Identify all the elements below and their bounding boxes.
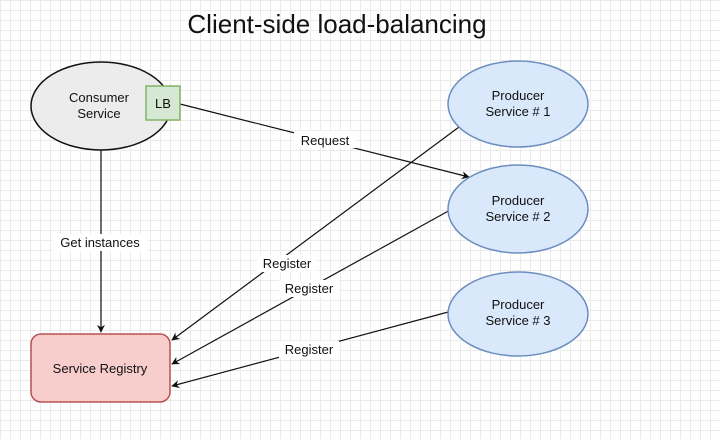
diagram-title: Client-side load-balancing bbox=[187, 9, 486, 39]
edge-label-register-1-text: Register bbox=[263, 256, 312, 271]
edge-label-register-2-text: Register bbox=[285, 281, 334, 296]
edge-label-register-1: Register bbox=[257, 255, 317, 272]
node-producer-service-2-line1: Producer bbox=[492, 193, 545, 208]
node-lb: LB bbox=[145, 85, 181, 121]
node-producer-service-3: Producer Service # 3 bbox=[447, 271, 589, 357]
edge-label-request: Request bbox=[294, 131, 356, 148]
edge-register-1 bbox=[171, 126, 460, 341]
node-producer-service-3-line1: Producer bbox=[492, 297, 545, 312]
node-producer-service-2-shape bbox=[447, 164, 589, 254]
edge-label-get-instances: Get instances bbox=[52, 234, 148, 251]
node-producer-service-3-line2: Service # 3 bbox=[485, 313, 550, 328]
node-producer-service-1-shape bbox=[447, 60, 589, 148]
node-service-registry-label: Service Registry bbox=[53, 361, 148, 376]
node-service-registry-shape bbox=[30, 333, 171, 403]
node-consumer-service-line1: Consumer bbox=[69, 90, 130, 105]
edge-label-request-text: Request bbox=[301, 133, 350, 148]
node-producer-service-1: Producer Service # 1 bbox=[447, 60, 589, 148]
node-lb-shape bbox=[145, 85, 181, 121]
edge-label-register-2: Register bbox=[279, 280, 339, 297]
node-service-registry: Service Registry bbox=[30, 333, 171, 403]
node-producer-service-2-line2: Service # 2 bbox=[485, 209, 550, 224]
node-lb-label: LB bbox=[155, 96, 171, 111]
node-consumer-service: Consumer Service bbox=[30, 61, 172, 151]
edge-label-register-3: Register bbox=[279, 341, 339, 358]
node-producer-service-1-line1: Producer bbox=[492, 88, 545, 103]
node-producer-service-1-line2: Service # 1 bbox=[485, 104, 550, 119]
edge-label-get-instances-text: Get instances bbox=[60, 235, 140, 250]
node-producer-service-2: Producer Service # 2 bbox=[447, 164, 589, 254]
node-consumer-service-line2: Service bbox=[77, 106, 120, 121]
edge-label-register-3-text: Register bbox=[285, 342, 334, 357]
node-producer-service-3-shape bbox=[447, 271, 589, 357]
